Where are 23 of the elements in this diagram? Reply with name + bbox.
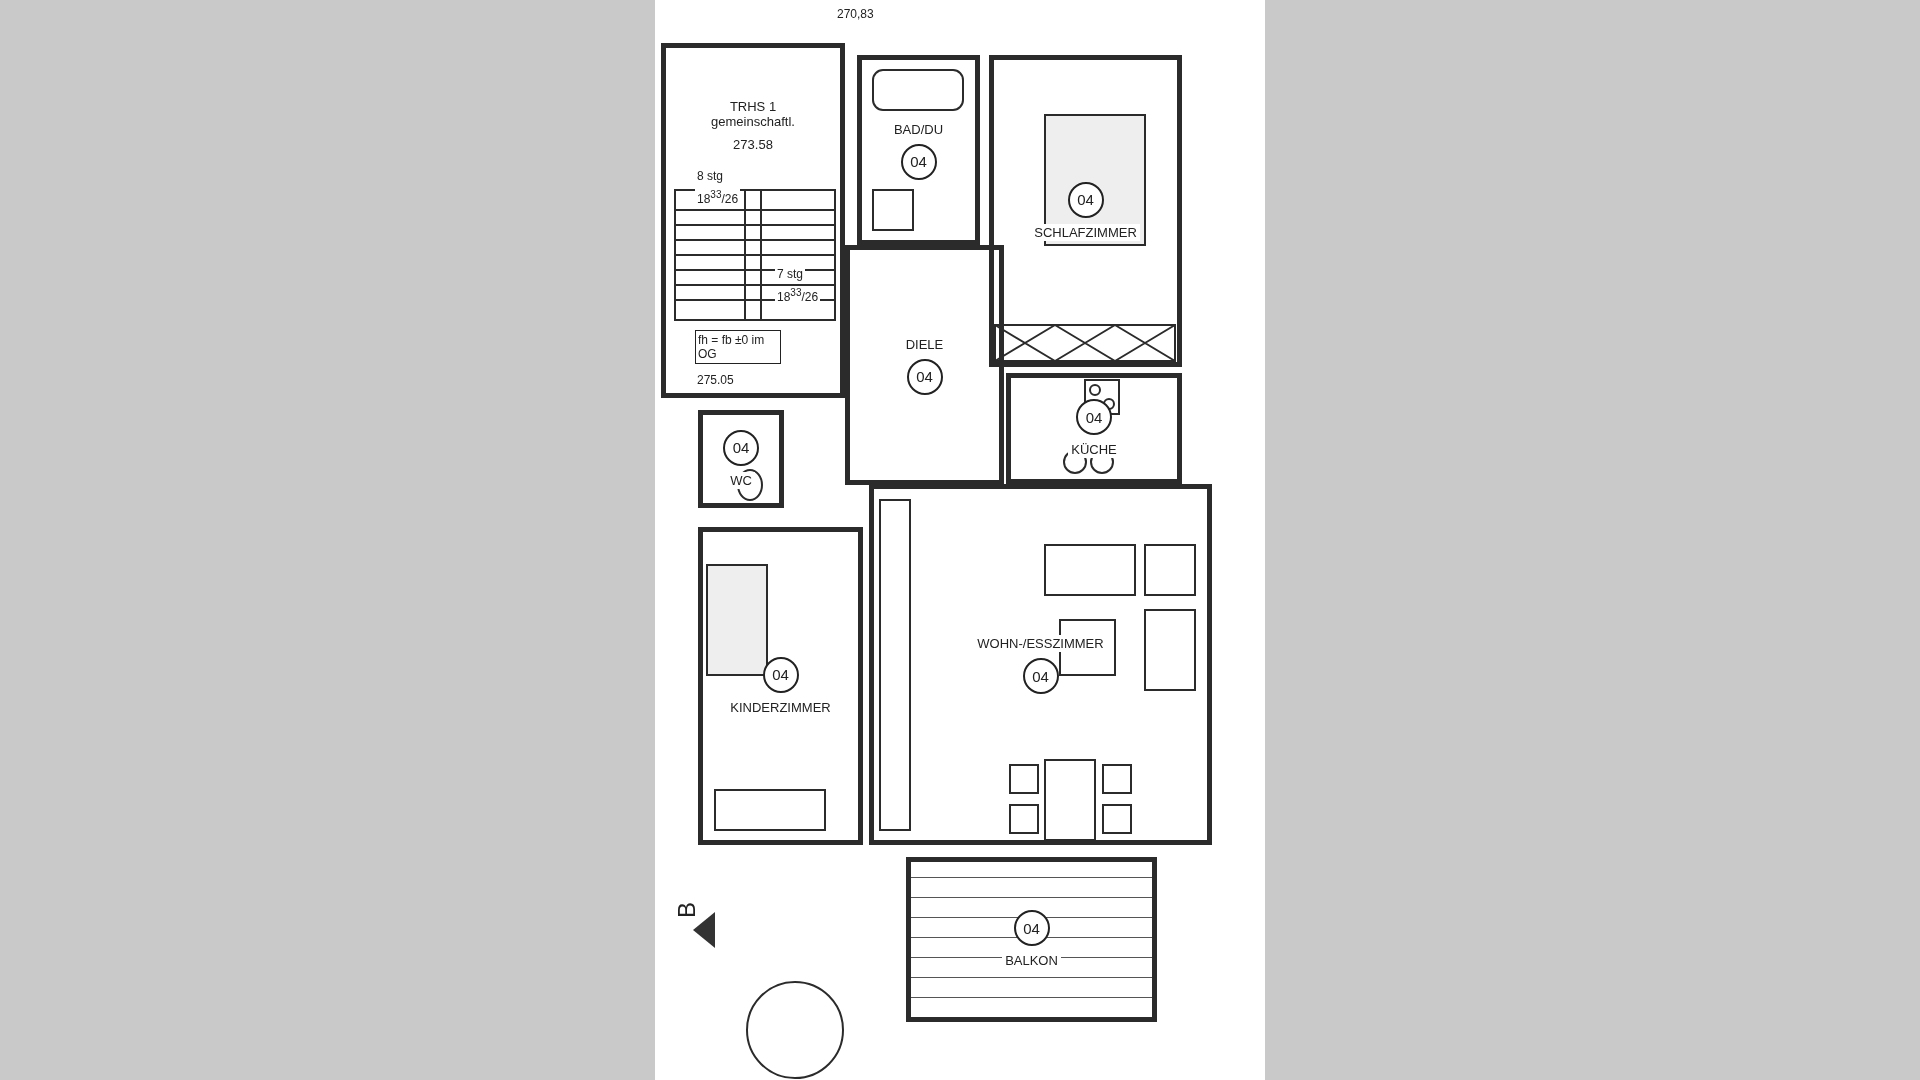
- room-number: 04: [1022, 658, 1059, 694]
- balcony: [906, 857, 1157, 1022]
- room-number: 04: [1013, 910, 1050, 946]
- room-label: SCHLAFZIMMER: [1031, 223, 1140, 241]
- stair-label: 8 stg: [695, 168, 725, 184]
- room: [698, 410, 784, 508]
- room: [869, 484, 1212, 845]
- room-number: 04: [900, 143, 937, 180]
- room-label: KÜCHE: [1068, 441, 1120, 458]
- room-number: 04: [723, 429, 759, 466]
- stairwell-room: [661, 43, 845, 398]
- stair-label: 7 stg: [775, 266, 805, 282]
- room: [857, 55, 980, 245]
- room: [1006, 373, 1182, 484]
- room: [698, 527, 863, 845]
- room-number: 04: [762, 656, 799, 693]
- level-note: fh = fb ±0 im OG: [695, 330, 781, 364]
- level-mark: 270,83: [835, 6, 876, 22]
- room-number: 04: [1076, 399, 1112, 435]
- room: [989, 55, 1182, 367]
- room: [845, 245, 1004, 485]
- room-number: 04: [906, 358, 943, 395]
- room-label: WC: [727, 471, 755, 489]
